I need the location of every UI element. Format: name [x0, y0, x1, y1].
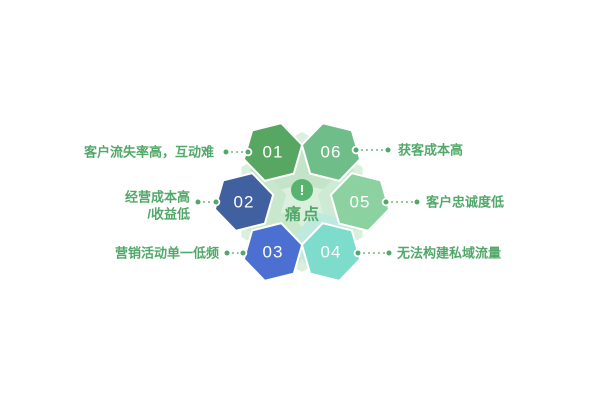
center-title: 痛点 [284, 205, 321, 224]
connector-02-label-dot [195, 199, 201, 205]
connector-05-label-dot [414, 199, 420, 205]
hexagon-02-shape [213, 172, 275, 232]
connector-03-label-dot [224, 250, 230, 256]
label-03: 营销活动单一低频 [115, 246, 219, 261]
label-04: 无法构建私域流量 [396, 246, 501, 261]
connector-01 [223, 147, 253, 157]
hexagon-06: 06 [300, 122, 362, 182]
connector-01-vertex-dot [243, 147, 253, 157]
connector-04-label-dot [386, 250, 392, 256]
hexagon-02-number: 02 [234, 193, 255, 212]
hexagon-04: 04 [300, 222, 362, 282]
connector-05-vertex-dot [381, 197, 391, 207]
hexagon-05-number: 05 [350, 193, 371, 212]
connector-06-label-dot [385, 147, 391, 153]
center-content: ! 痛点 [284, 179, 321, 224]
exclamation-mark: ! [300, 182, 305, 199]
hexagon-02: 02 [213, 172, 275, 232]
connector-06-vertex-dot [351, 145, 361, 155]
connector-04 [353, 248, 392, 258]
connector-05 [381, 197, 420, 207]
hexagon-04-number: 04 [321, 243, 342, 262]
hexagon-05: 05 [329, 172, 391, 232]
hexagon-04-shape [300, 222, 362, 282]
connector-02-vertex-dot [211, 197, 221, 207]
connector-01-label-dot [223, 149, 229, 155]
connector-03 [224, 248, 248, 258]
hexagon-06-shape [300, 122, 362, 182]
connector-03-vertex-dot [238, 248, 248, 258]
hexagon-06-number: 06 [321, 143, 342, 162]
label-02-line2: /收益低 [147, 207, 190, 222]
hexagon-03-number: 03 [263, 243, 284, 262]
exclamation-badge-icon [291, 179, 313, 201]
label-06: 获客成本高 [398, 143, 463, 158]
connector-04-vertex-dot [353, 248, 363, 258]
label-02-line1: 经营成本高 [125, 190, 190, 205]
hexagon-01-number: 01 [263, 143, 284, 162]
label-05: 客户忠诚度低 [426, 195, 504, 210]
connector-06 [351, 145, 391, 155]
connector-02 [195, 197, 221, 207]
label-01: 客户流失率高，互动难 [84, 145, 214, 160]
hexagon-05-shape [329, 172, 391, 232]
